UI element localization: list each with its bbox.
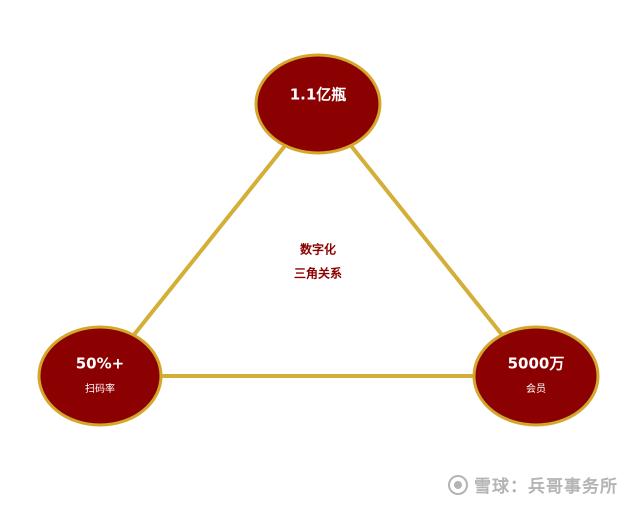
node-left-circle — [37, 325, 163, 427]
node-right-label: 会员 — [526, 382, 546, 395]
node-top-value: 1.1亿瓶 — [290, 86, 347, 104]
node-bottom-left: 50%+ 扫码率 — [37, 325, 163, 427]
node-right-value: 5000万 — [508, 355, 565, 373]
edge-top-left — [131, 145, 286, 338]
node-top-circle — [254, 53, 382, 155]
center-title-line1: 数字化 — [300, 242, 336, 257]
node-top: 1.1亿瓶 — [254, 53, 382, 155]
node-left-value: 50%+ — [76, 355, 124, 373]
node-left-label: 扫码率 — [85, 382, 115, 395]
snowball-logo-icon — [448, 474, 468, 495]
center-title-line2: 三角关系 — [294, 266, 342, 281]
edge-top-right — [350, 145, 505, 338]
node-right-circle — [472, 325, 600, 427]
watermark: 雪球：兵哥事务所 — [448, 472, 618, 497]
watermark-text: 雪球：兵哥事务所 — [474, 477, 618, 497]
node-bottom-right: 5000万 会员 — [472, 325, 600, 427]
